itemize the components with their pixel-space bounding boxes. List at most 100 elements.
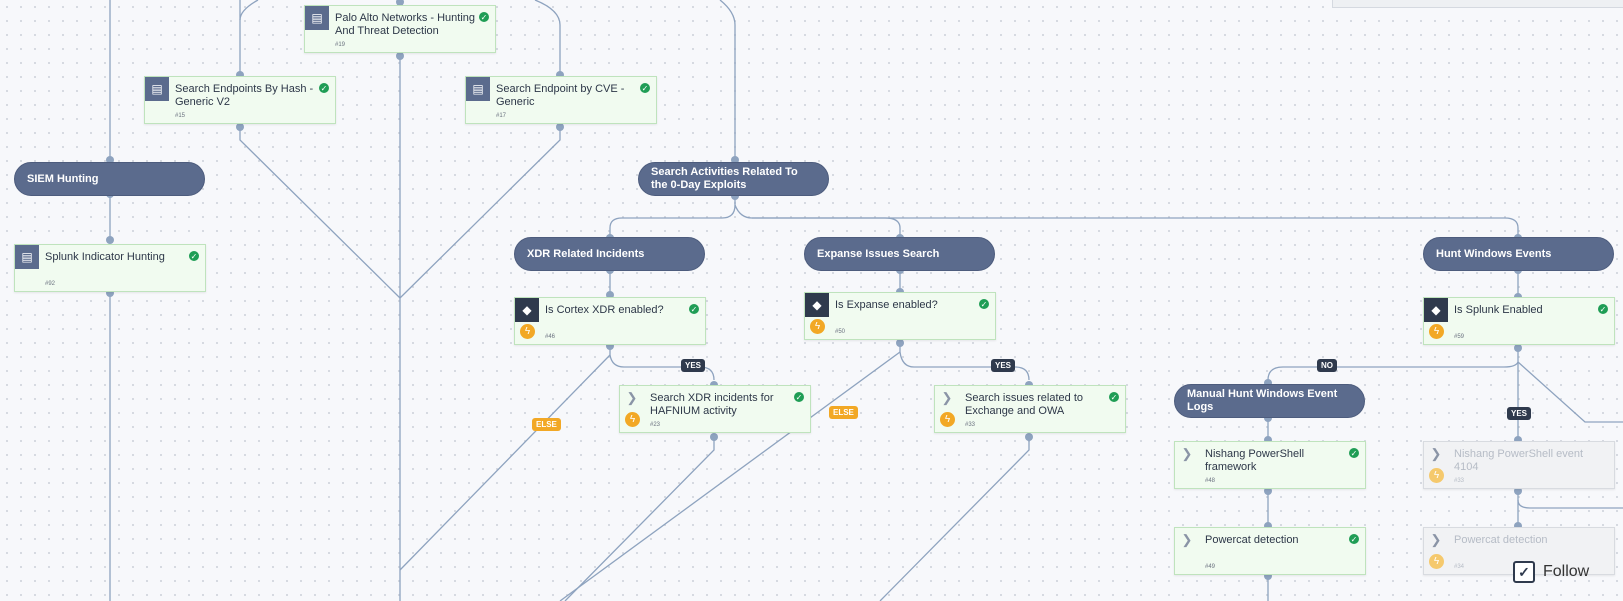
task-id: #33 (965, 422, 976, 428)
task-id: #33 (1454, 478, 1465, 484)
section-xdr-related[interactable]: XDR Related Incidents (514, 237, 705, 271)
edge (239, 0, 259, 21)
task-label: Splunk Indicator Hunting (45, 251, 165, 263)
edge (719, 0, 736, 160)
chevron-right-icon: ❯ (1430, 446, 1442, 461)
task-id: #34 (1454, 564, 1465, 570)
lightning-icon: ϟ (1429, 468, 1444, 483)
chevron-right-icon: ❯ (941, 390, 953, 405)
edge (899, 343, 1030, 381)
section-label: SIEM Hunting (27, 172, 99, 185)
branch-no-splunk: NO (1317, 359, 1337, 372)
check-icon: ✓ (189, 251, 199, 261)
branch-else-xdr: ELSE (532, 418, 561, 431)
section-label: Search Activities Related To the 0-Day E… (651, 166, 798, 191)
task-id: #23 (650, 422, 661, 428)
task-label: Is Cortex XDR enabled? (545, 304, 664, 316)
check-icon: ✓ (1109, 392, 1119, 402)
section-siem-hunting[interactable]: SIEM Hunting (14, 162, 205, 196)
chevron-right-icon: ❯ (626, 390, 638, 405)
port (1025, 433, 1033, 441)
diamond-icon: ◆ (1424, 298, 1448, 322)
check-icon: ✓ (794, 392, 804, 402)
branch-yes-expanse: YES (991, 359, 1016, 372)
chevron-right-icon: ❯ (1430, 532, 1442, 547)
edge (734, 204, 901, 238)
task-search-hash[interactable]: ▤ Search Endpoints By Hash - Generic V2 … (144, 76, 336, 124)
edge (239, 127, 401, 299)
edge (399, 127, 561, 299)
lightning-icon: ϟ (625, 412, 640, 427)
edge (1267, 348, 1519, 383)
book-icon: ▤ (305, 6, 329, 30)
task-label: Is Expanse enabled? (835, 299, 938, 311)
task-search-cve[interactable]: ▤ Search Endpoint by CVE - Generic #17 ✓ (465, 76, 657, 124)
branch-yes-splunk: YES (1507, 407, 1532, 420)
task-label: Search XDR incidents for HAFNIUM activit… (650, 392, 774, 417)
lightning-icon: ϟ (1429, 324, 1444, 339)
task-id: #19 (335, 42, 346, 48)
task-label: Nishang PowerShell framework (1205, 448, 1305, 473)
edge (609, 193, 736, 238)
check-icon: ✓ (689, 304, 699, 314)
task-splunk-indicator[interactable]: ▤ Splunk Indicator Hunting #92 ✓ (14, 244, 206, 292)
edge (564, 437, 715, 601)
task-label: Search Endpoint by CVE - Generic (496, 83, 625, 108)
port (710, 433, 718, 441)
edge (1517, 361, 1623, 423)
section-hunt-windows[interactable]: Hunt Windows Events (1423, 237, 1614, 271)
task-id: #17 (496, 113, 507, 119)
port (1514, 487, 1522, 495)
task-splunk-condition[interactable]: ◆ Is Splunk Enabled #59 ϟ ✓ (1423, 297, 1615, 345)
book-icon: ▤ (15, 245, 39, 269)
task-label: Nishang PowerShell event 4104 (1454, 448, 1584, 473)
task-id: #15 (175, 113, 186, 119)
follow-toggle[interactable]: ✓ Follow (1513, 561, 1589, 583)
lightning-icon: ϟ (940, 412, 955, 427)
port (396, 52, 404, 60)
section-manual-hunt[interactable]: Manual Hunt Windows Event Logs (1174, 384, 1365, 418)
branch-yes-xdr: YES (681, 359, 706, 372)
task-search-xdr[interactable]: ❯ Search XDR incidents for HAFNIUM activ… (619, 385, 811, 433)
section-expanse-issues[interactable]: Expanse Issues Search (804, 237, 995, 271)
chevron-right-icon: ❯ (1181, 446, 1193, 461)
port (106, 236, 114, 244)
section-label: Expanse Issues Search (817, 247, 940, 260)
follow-label: Follow (1543, 563, 1590, 580)
port (1264, 487, 1272, 495)
task-label: Powercat detection (1454, 534, 1548, 546)
port (896, 339, 904, 347)
book-icon: ▤ (145, 77, 169, 101)
task-palo-alto[interactable]: ▤ Palo Alto Networks - Hunting And Threa… (304, 5, 496, 53)
task-id: #92 (45, 281, 56, 287)
section-label: Manual Hunt Windows Event Logs (1187, 388, 1338, 413)
task-nishang-event-disabled[interactable]: ❯ Nishang PowerShell event 4104 #33 ϟ (1423, 441, 1615, 489)
task-powercat-detection[interactable]: ❯ Powercat detection #49 ✓ (1174, 527, 1366, 575)
edge (879, 437, 1030, 601)
port (1514, 344, 1522, 352)
lightning-icon: ϟ (520, 324, 535, 339)
task-id: #48 (1205, 478, 1216, 484)
section-label: XDR Related Incidents (527, 247, 645, 260)
port (236, 123, 244, 131)
task-id: #46 (545, 334, 556, 340)
edge (609, 346, 715, 381)
task-label: Is Splunk Enabled (1454, 304, 1543, 316)
task-id: #49 (1205, 564, 1216, 570)
task-cortex-xdr-condition[interactable]: ◆ Is Cortex XDR enabled? #46 ϟ ✓ (514, 297, 706, 345)
chevron-right-icon: ❯ (1181, 532, 1193, 547)
edge (559, 351, 901, 601)
section-zero-day[interactable]: Search Activities Related To the 0-Day E… (638, 162, 829, 196)
edge (399, 354, 611, 571)
task-search-issues[interactable]: ❯ Search issues related to Exchange and … (934, 385, 1126, 433)
check-icon: ✓ (1349, 448, 1359, 458)
edge (1517, 499, 1623, 509)
check-icon: ✓ (1349, 534, 1359, 544)
minimap-panel (1332, 0, 1623, 8)
task-expanse-condition[interactable]: ◆ Is Expanse enabled? #50 ϟ ✓ (804, 292, 996, 340)
check-icon: ✓ (979, 299, 989, 309)
follow-checkbox[interactable]: ✓ (1513, 561, 1535, 583)
task-nishang-framework[interactable]: ❯ Nishang PowerShell framework #48 ✓ (1174, 441, 1366, 489)
task-id: #59 (1454, 334, 1465, 340)
section-label: Hunt Windows Events (1436, 247, 1552, 260)
